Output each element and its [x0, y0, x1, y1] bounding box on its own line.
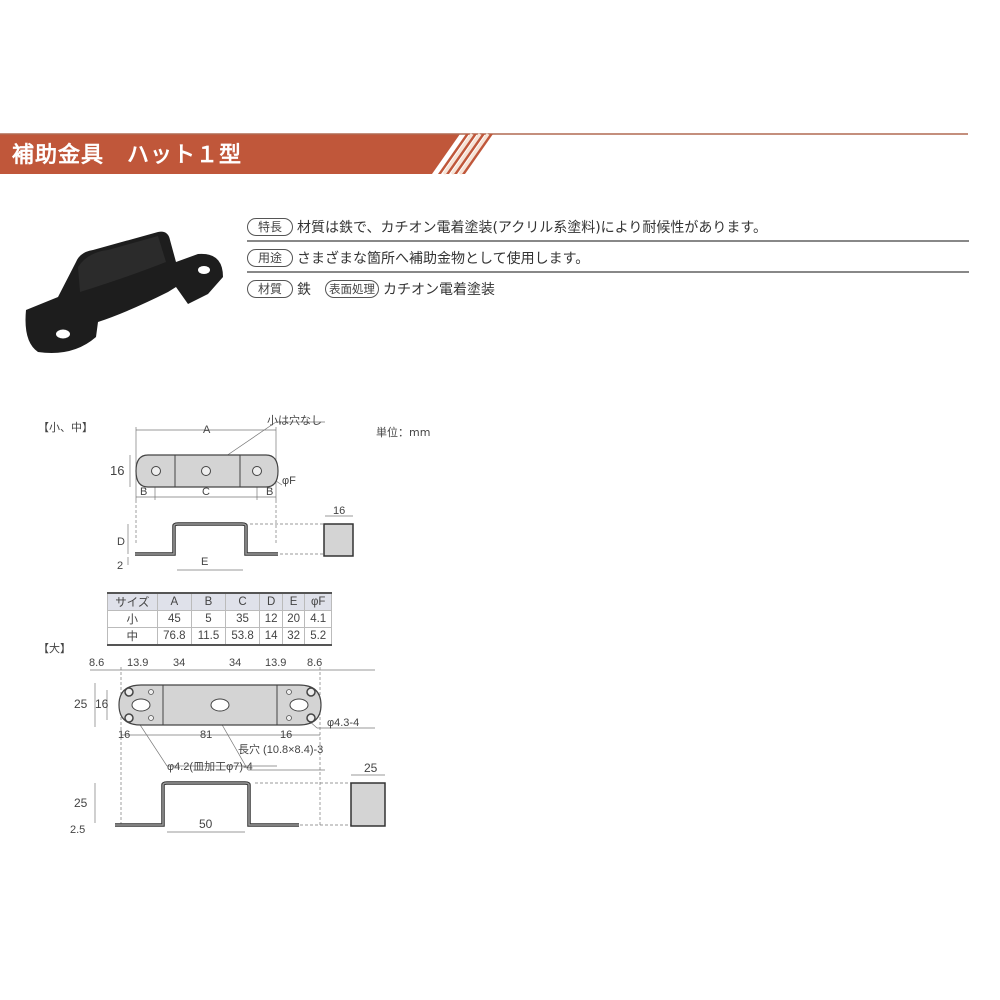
- drawing-small-medium: [127, 421, 354, 571]
- table-cell: 小: [107, 610, 158, 628]
- table-cell: 35: [224, 610, 261, 628]
- spec-row-material: 材質 鉄 表面処理 カチオン電着塗装: [247, 276, 969, 302]
- note-slot: 長穴 (10.8×8.4)-3: [238, 744, 324, 756]
- dim-E-50: 50: [199, 817, 213, 831]
- dim-A: A: [203, 424, 211, 436]
- table-cell: 12: [259, 610, 283, 628]
- table-header-row: サイズ A B C D E φF: [107, 592, 332, 611]
- table-header: B: [191, 592, 226, 611]
- dim-E: E: [201, 556, 209, 568]
- label-pill-surface: 表面処理: [325, 280, 380, 298]
- section-label-large: 【大】: [38, 642, 71, 655]
- table-header: E: [281, 592, 306, 611]
- table-cell: 53.8: [224, 627, 261, 646]
- bracket-hole-icon: [56, 329, 70, 339]
- dim-thickness-2-5: 2.5: [70, 824, 86, 836]
- note-hole-4-3: φ4.3-4: [327, 717, 360, 729]
- dim-25-outer: 25: [74, 697, 88, 711]
- dim-height-16: 16: [110, 463, 125, 478]
- table-cell: 11.5: [191, 627, 226, 646]
- header-bar: [0, 133, 968, 175]
- label-pill-usage: 用途: [247, 249, 294, 267]
- dim-8-6-right: 8.6: [307, 657, 323, 669]
- page-title: 補助金具 ハット１型: [12, 143, 243, 168]
- table-cell: 14: [259, 627, 283, 646]
- table-cell: 5.2: [304, 627, 332, 646]
- table-row: 中 76.8 11.5 53.8 14 32 5.2: [107, 627, 332, 646]
- dim-B-left: B: [140, 486, 148, 498]
- dim-width-25: 25: [364, 761, 378, 775]
- dim-34-right: 34: [229, 657, 242, 669]
- dim-D-25: 25: [74, 796, 88, 810]
- table-cell: 4.1: [304, 610, 332, 628]
- dim-C: C: [202, 486, 210, 498]
- label-pill-features: 特長: [247, 218, 294, 236]
- table-cell: 45: [156, 610, 193, 628]
- dim-16-left: 16: [118, 729, 131, 741]
- spec-row-features: 特長 材質は鉄で、カチオン電着塗装(アクリル系塗料)により耐候性があります。: [247, 214, 969, 242]
- table-header: サイズ: [107, 592, 158, 611]
- table-header: C: [224, 592, 261, 611]
- section-label-small-medium: 【小、中】: [38, 421, 93, 434]
- note-hole-4-2: φ4.2(皿加工φ7)-4: [167, 761, 253, 773]
- note-no-hole: 小は穴なし: [267, 415, 322, 427]
- dim-16-right: 16: [280, 729, 293, 741]
- dim-B-right: B: [266, 486, 274, 498]
- dim-8-6-left: 8.6: [89, 657, 105, 669]
- dim-16-inner: 16: [95, 697, 109, 711]
- table-cell: 5: [191, 610, 226, 628]
- dim-phiF: φF: [282, 475, 296, 487]
- dim-thickness: 2: [117, 560, 124, 572]
- spec-text-surface: カチオン電着塗装: [383, 282, 496, 298]
- dim-D: D: [117, 536, 125, 548]
- spec-text-features: 材質は鉄で、カチオン電着塗装(アクリル系塗料)により耐候性があります。: [297, 220, 767, 236]
- divider: [247, 271, 969, 273]
- dim-13-9-right: 13.9: [265, 657, 287, 669]
- dim-width-16: 16: [333, 505, 346, 517]
- table-cell: 中: [107, 627, 158, 646]
- dim-81: 81: [200, 729, 213, 741]
- table-header: A: [156, 592, 193, 611]
- divider: [247, 240, 969, 242]
- size-table: サイズ A B C D E φF 小 45 5 35 12 20 4.1 中 7…: [107, 592, 332, 646]
- unit-label: 単位：mm: [376, 426, 431, 439]
- spec-text-material: 鉄: [297, 282, 312, 298]
- table-cell: 20: [281, 610, 306, 628]
- table-header: φF: [304, 592, 332, 611]
- drawing-large: [90, 667, 386, 833]
- table-header: D: [259, 592, 283, 611]
- product-photo: [25, 231, 223, 353]
- dim-13-9-left: 13.9: [127, 657, 149, 669]
- dim-34-left: 34: [173, 657, 186, 669]
- spec-text-usage: さまざまな箇所へ補助金物として使用します。: [297, 251, 590, 267]
- table-cell: 32: [281, 627, 306, 646]
- table-cell: 76.8: [156, 627, 193, 646]
- label-pill-material: 材質: [247, 280, 294, 298]
- table-row: 小 45 5 35 12 20 4.1: [107, 610, 332, 628]
- spec-row-usage: 用途 さまざまな箇所へ補助金物として使用します。: [247, 245, 969, 273]
